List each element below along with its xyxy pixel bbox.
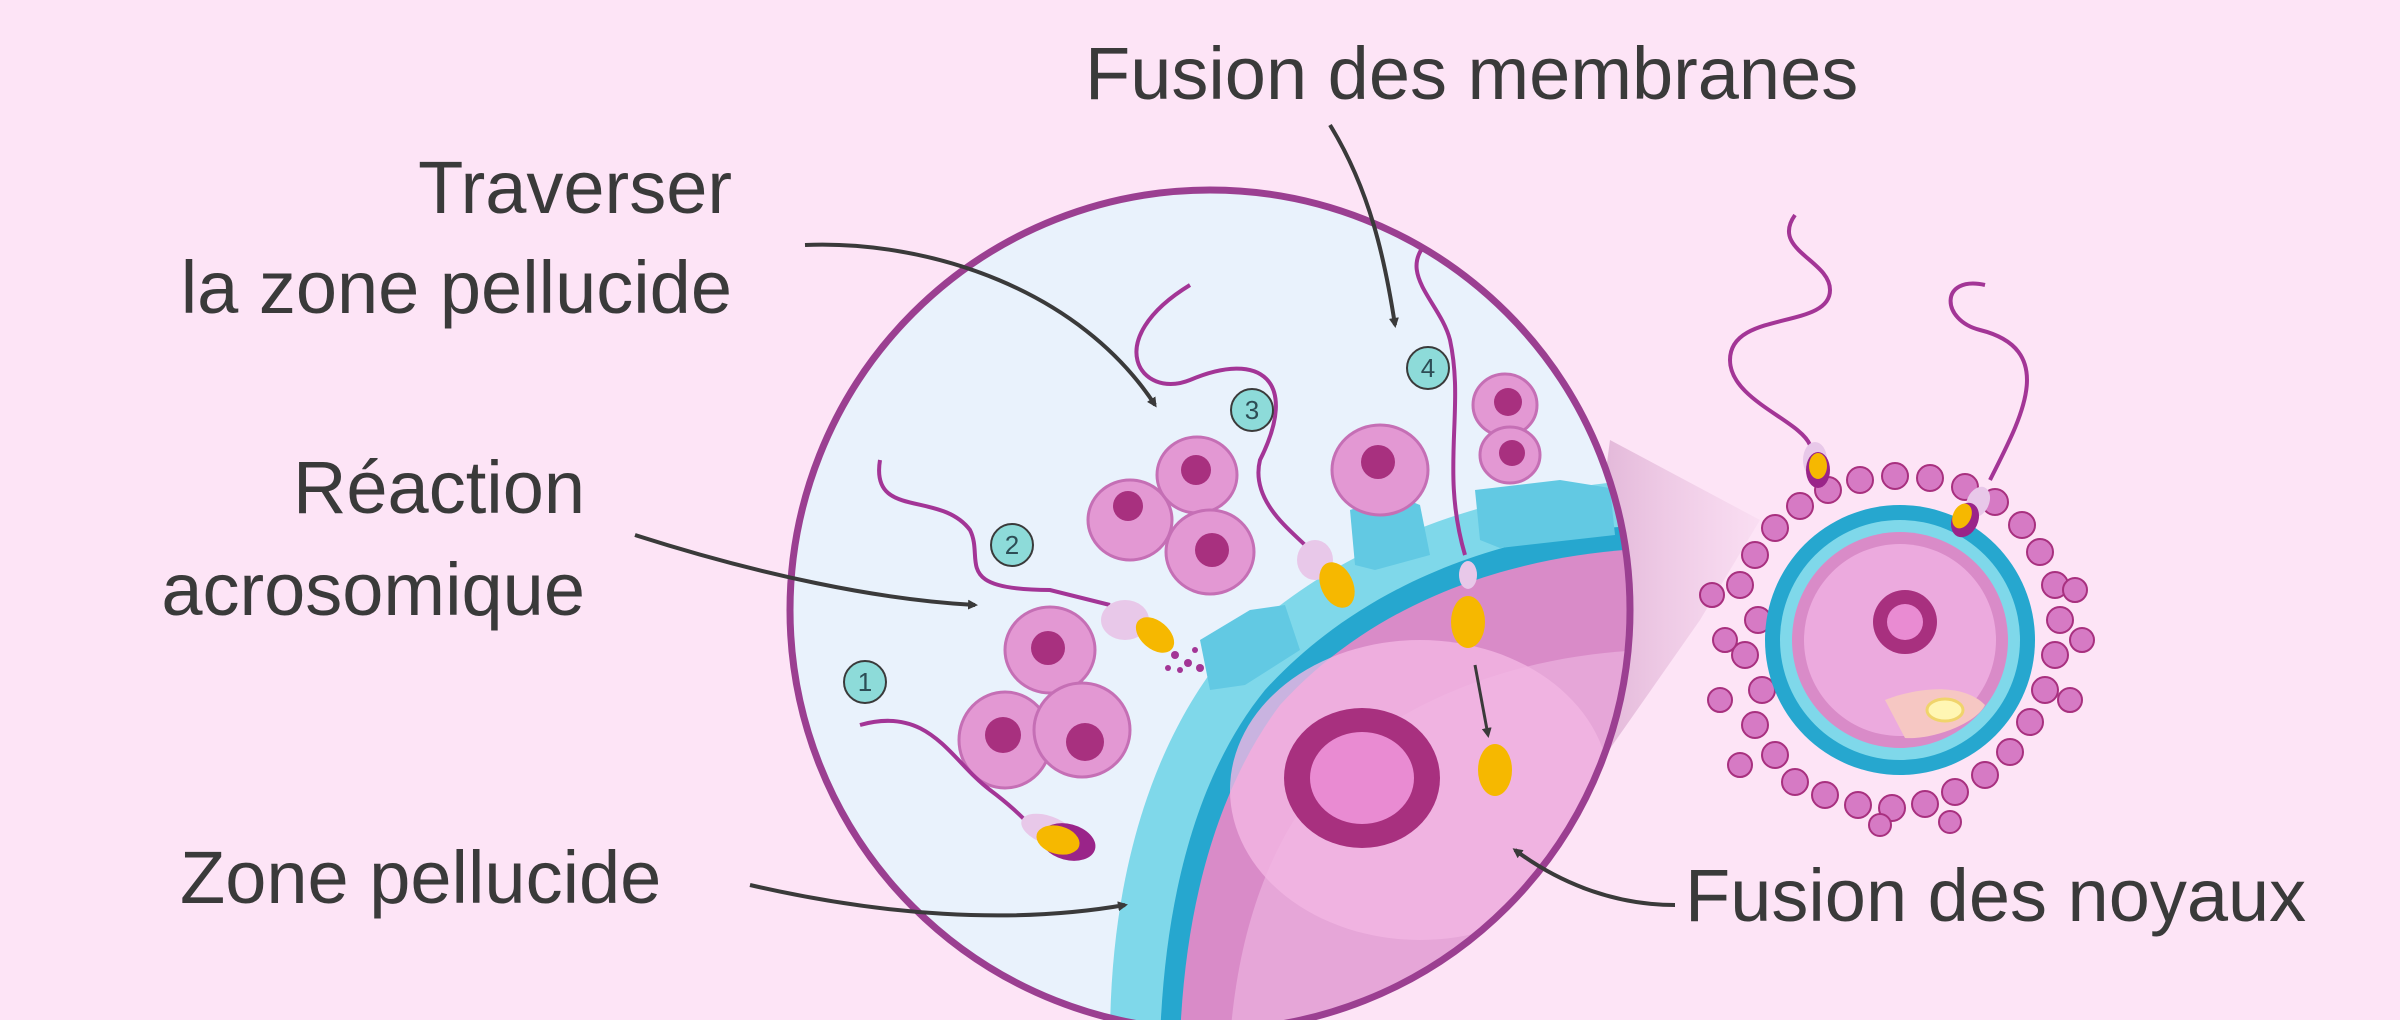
- step-number-4: 4: [1421, 353, 1435, 383]
- step-badge-4: [1406, 346, 1450, 390]
- magnified-view: [786, 186, 1634, 1020]
- step-number-1: 1: [858, 667, 872, 697]
- label-reaction-line1: Réaction: [292, 446, 585, 529]
- egg-sperm-right: [1948, 281, 2029, 538]
- corona-cells: [957, 372, 1542, 790]
- arrow-reaction: [634, 533, 978, 610]
- step-badge-2: [990, 523, 1034, 567]
- sperm-4: [1414, 233, 1512, 796]
- label-traverser-line2: la zone pellucide: [180, 246, 732, 329]
- fertilized-egg: [1699, 462, 2095, 837]
- step-number-2: 2: [1005, 530, 1019, 560]
- step-badges: 1 2 3 4: [843, 346, 1450, 704]
- sperm-2: [877, 459, 1204, 673]
- sperm-3: [1134, 283, 1355, 608]
- arrow-zone-pellucide: [749, 883, 1128, 918]
- step-badge-3: [1230, 388, 1274, 432]
- sperm-1: [859, 718, 1096, 861]
- arrow-traverser: [804, 242, 1157, 408]
- label-fusion-noyaux: Fusion des noyaux: [1685, 854, 2307, 937]
- magnified-circle-border: [786, 186, 1634, 1020]
- arrow-fusion-membranes: [1328, 123, 1399, 328]
- step-badge-1: [843, 660, 887, 704]
- arrow-fusion-noyaux: [1512, 848, 1676, 907]
- egg-sperm-left: [1727, 213, 1833, 488]
- label-zone-pellucide: Zone pellucide: [180, 836, 662, 919]
- label-traverser-line1: Traverser: [418, 146, 732, 229]
- step-number-3: 3: [1245, 395, 1259, 425]
- label-fusion-membranes: Fusion des membranes: [1085, 32, 1859, 115]
- label-reaction-line2: acrosomique: [161, 548, 585, 631]
- callout-arrows: [634, 123, 1676, 918]
